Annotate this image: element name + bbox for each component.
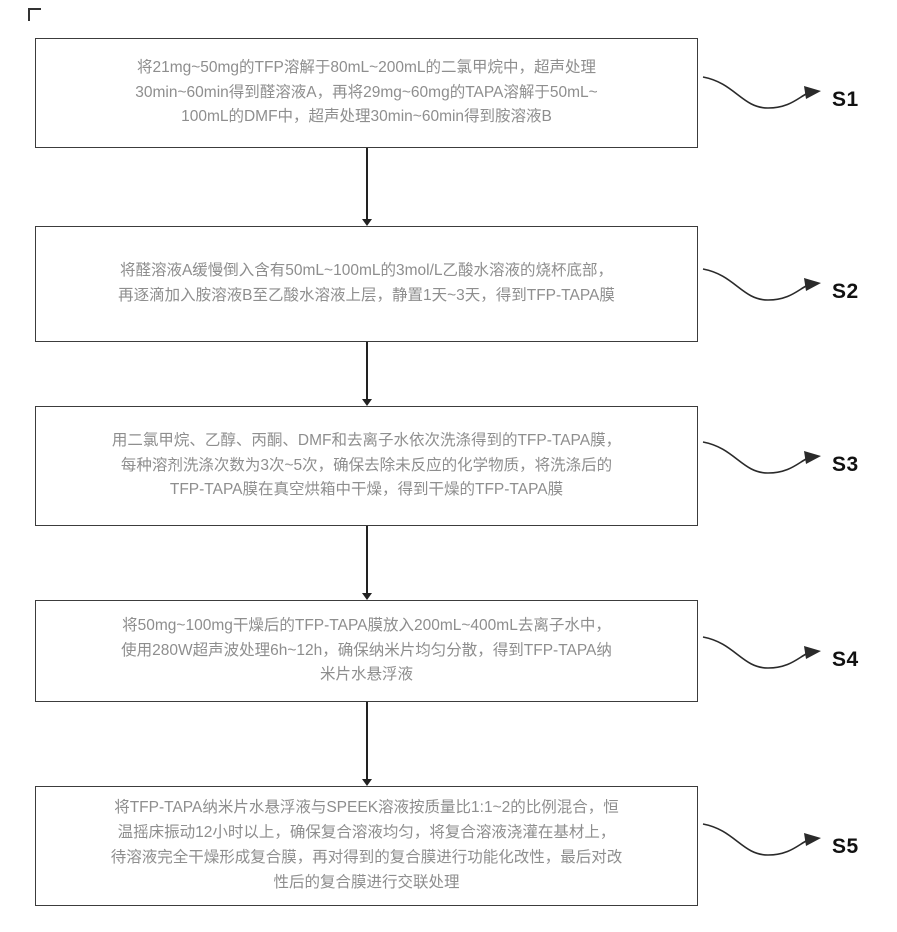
step-box-s1: 将21mg~50mg的TFP溶解于80mL~200mL的二氯甲烷中，超声处理 3… — [35, 38, 698, 148]
arrow-shaft — [366, 342, 368, 399]
step-label-s3: S3 — [832, 453, 859, 476]
step-label-s2: S2 — [832, 280, 859, 303]
arrow-head — [361, 593, 372, 600]
arrow-shaft — [366, 702, 368, 779]
down-arrow-icon — [361, 148, 372, 226]
down-arrow-icon — [361, 342, 372, 406]
step-label-s5: S5 — [832, 835, 859, 858]
curved-arrow-icon-s3 — [702, 441, 821, 474]
step-label-s4: S4 — [832, 648, 859, 671]
down-arrow-icon — [361, 702, 372, 786]
arrow-shaft — [366, 148, 368, 219]
curved-arrow-icon-s1 — [702, 76, 821, 109]
step-label-s1: S1 — [832, 88, 859, 111]
step-box-s4: 将50mg~100mg干燥后的TFP-TAPA膜放入200mL~400mL去离子… — [35, 600, 698, 702]
step-box-s3: 用二氯甲烷、乙醇、丙酮、DMF和去离子水依次洗涤得到的TFP-TAPA膜， 每种… — [35, 406, 698, 526]
step-box-s2: 将醛溶液A缓慢倒入含有50mL~100mL的3mol/L乙酸水溶液的烧杯底部， … — [35, 226, 698, 342]
curved-arrow-icon-s4 — [702, 636, 821, 669]
corner-mark — [28, 8, 41, 21]
down-arrow-icon — [361, 526, 372, 600]
curved-arrow-icon-s5 — [702, 823, 821, 856]
step-box-s5: 将TFP-TAPA纳米片水悬浮液与SPEEK溶液按质量比1:1~2的比例混合，恒… — [35, 786, 698, 906]
step-text-s4: 将50mg~100mg干燥后的TFP-TAPA膜放入200mL~400mL去离子… — [121, 616, 612, 684]
arrow-head — [361, 219, 372, 226]
arrow-shaft — [366, 526, 368, 593]
step-text-s3: 用二氯甲烷、乙醇、丙酮、DMF和去离子水依次洗涤得到的TFP-TAPA膜， 每种… — [111, 431, 622, 499]
arrow-head — [361, 779, 372, 786]
arrow-head — [361, 399, 372, 406]
step-text-s5: 将TFP-TAPA纳米片水悬浮液与SPEEK溶液按质量比1:1~2的比例混合，恒… — [110, 799, 623, 891]
step-text-s1: 将21mg~50mg的TFP溶解于80mL~200mL的二氯甲烷中，超声处理 3… — [135, 58, 598, 126]
curved-arrow-icon-s2 — [702, 268, 821, 301]
step-text-s2: 将醛溶液A缓慢倒入含有50mL~100mL的3mol/L乙酸水溶液的烧杯底部， … — [118, 262, 615, 304]
